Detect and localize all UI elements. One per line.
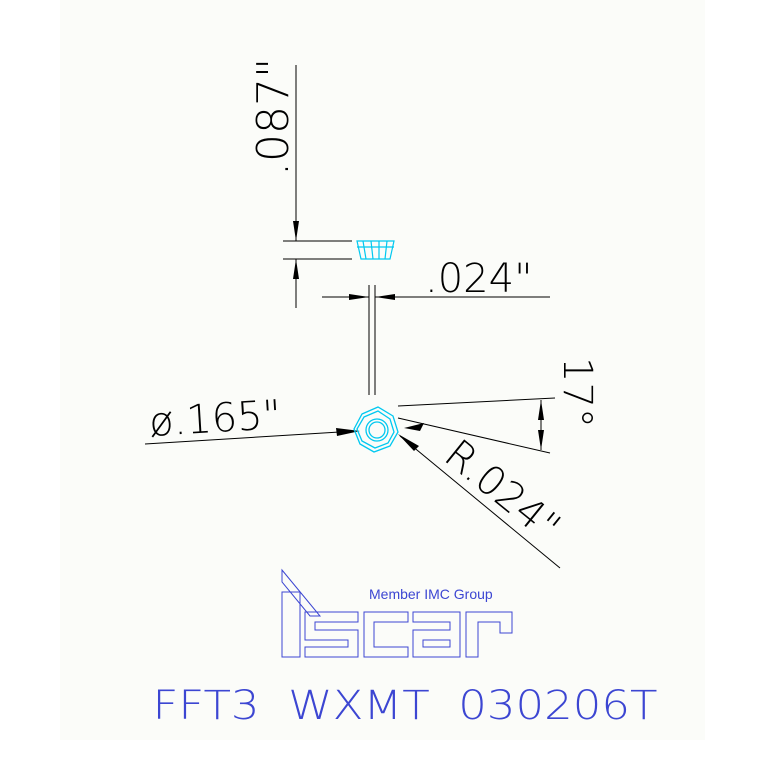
diameter-arrow	[336, 428, 360, 436]
logo-letter-a	[412, 611, 461, 658]
arrow-left	[375, 294, 395, 300]
radius-leader	[399, 435, 561, 569]
thickness-dimension	[283, 65, 352, 308]
width-label: .024"	[425, 256, 532, 302]
logo-letter-i	[281, 568, 322, 617]
angle-arrow-down	[538, 430, 544, 450]
part-number: FFT3 WXMT 030206T	[153, 683, 658, 729]
angle-leg-upper	[397, 397, 556, 407]
diameter-label: ø.165"	[148, 392, 282, 446]
angle-label: 17°	[554, 357, 600, 428]
thickness-label: .087"	[248, 58, 299, 176]
width-dimension	[322, 285, 550, 395]
radius-arrow	[398, 434, 419, 451]
logo-letter-r	[465, 611, 513, 658]
drawing-sheet-main	[60, 0, 705, 740]
radius-dimension	[398, 423, 561, 569]
insert-top-view	[353, 406, 399, 453]
arrow-down	[293, 221, 299, 241]
diameter-dimension	[144, 428, 360, 445]
arrow-up	[293, 259, 299, 279]
iscar-logo	[281, 568, 513, 658]
logo-letter-s	[304, 611, 359, 658]
brand-tagline: Member IMC Group	[369, 586, 493, 602]
angle-arrow-up	[538, 400, 544, 420]
diameter-leader	[144, 430, 357, 445]
arrow-right	[349, 294, 369, 300]
insert-side-view	[356, 240, 395, 260]
logo-letter-c	[363, 611, 409, 658]
radius-arrow-inner	[404, 423, 424, 431]
